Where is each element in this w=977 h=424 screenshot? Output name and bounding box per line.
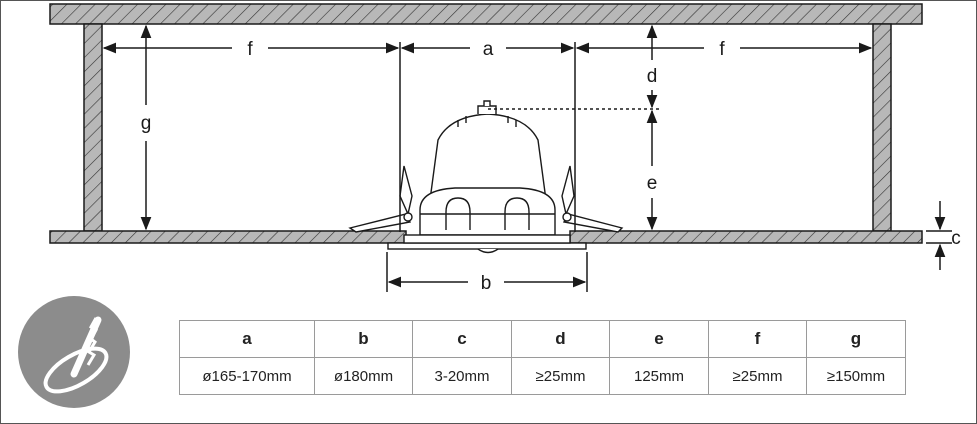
- cell-value-f: ≥25mm: [708, 357, 807, 395]
- downlight-fixture: [348, 100, 624, 254]
- dim-label-f-right: f: [719, 39, 725, 60]
- top-slab: [49, 3, 923, 25]
- cell-value-b: ø180mm: [314, 357, 413, 395]
- column-header-g: g: [806, 320, 906, 358]
- dim-label-a: a: [483, 39, 494, 60]
- column-header-e: e: [609, 320, 709, 358]
- table-row: ø165-170mm ø180mm 3-20mm ≥25mm 125mm ≥25…: [179, 357, 906, 395]
- column-header-d: d: [511, 320, 610, 358]
- dim-label-e: e: [647, 173, 658, 194]
- dim-label-b: b: [481, 273, 492, 294]
- dim-label-c: c: [951, 228, 961, 249]
- dim-label-f-left: f: [247, 39, 253, 60]
- ceiling-panel-right: [569, 230, 923, 244]
- dim-label-g: g: [141, 113, 152, 134]
- hole-saw-icon: [43, 316, 109, 394]
- cell-value-e: 125mm: [609, 357, 709, 395]
- column-header-b: b: [314, 320, 413, 358]
- ceiling-cutout-saw-icon: [18, 296, 130, 408]
- cell-value-a: ø165-170mm: [179, 357, 315, 395]
- cell-value-d: ≥25mm: [511, 357, 610, 395]
- dim-label-d: d: [647, 66, 658, 87]
- ceiling-panel-left: [49, 230, 407, 244]
- column-header-f: f: [708, 320, 807, 358]
- dimension-table: a b c d e f g ø165-170mm ø180mm 3-20mm ≥…: [179, 320, 906, 395]
- column-header-a: a: [179, 320, 315, 358]
- column-header-c: c: [412, 320, 512, 358]
- cell-value-c: 3-20mm: [412, 357, 512, 395]
- right-wall: [872, 23, 892, 232]
- left-wall: [83, 23, 103, 232]
- table-header-row: a b c d e f g: [179, 320, 906, 358]
- cell-value-g: ≥150mm: [806, 357, 906, 395]
